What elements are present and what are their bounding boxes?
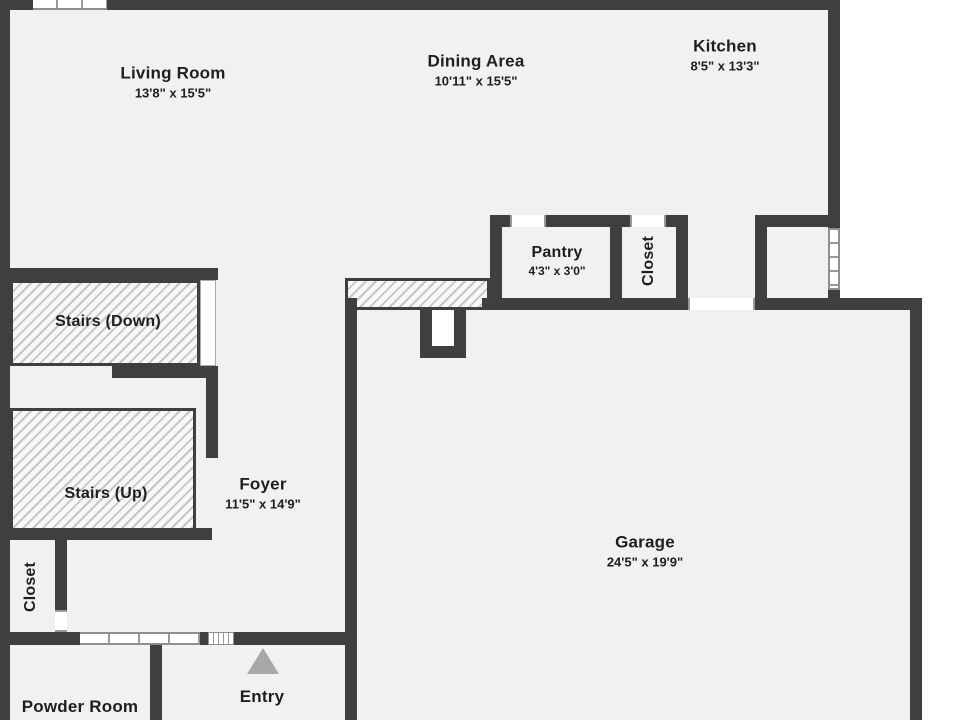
room-dims: 24'5" x 19'9" xyxy=(606,554,684,570)
wall-kitchen-bottom xyxy=(755,215,840,227)
wall-closet-top-a xyxy=(610,215,630,227)
wall-pantry-left xyxy=(490,215,502,310)
front-door xyxy=(208,632,234,645)
room-name: Stairs (Down) xyxy=(55,313,161,330)
room-name: Closet xyxy=(640,235,657,287)
stairs-down-opening xyxy=(200,280,216,366)
wall-notch-right xyxy=(454,310,466,358)
room-label-powder-room: Powder Room xyxy=(22,697,139,717)
stairs-up-hatch xyxy=(10,408,196,534)
room-label-foyer: Foyer 11'5" x 14'9" xyxy=(225,475,301,512)
floor-garage xyxy=(345,298,922,720)
room-name: Living Room xyxy=(120,63,226,83)
wall-left-outer xyxy=(0,0,10,720)
wall-top-left xyxy=(0,0,36,10)
wall-bottom-a xyxy=(0,632,82,645)
wall-right-house-upper xyxy=(828,0,840,232)
room-name: Entry xyxy=(239,687,285,706)
half-wall-hatch xyxy=(345,278,490,310)
wall-garage-left xyxy=(345,298,357,720)
room-dims: 10'11" x 15'5" xyxy=(434,73,518,89)
window-kitchen-right xyxy=(828,228,840,290)
wall-foyer-left xyxy=(206,366,218,458)
window-top xyxy=(33,0,107,10)
wall-garage-top-right xyxy=(755,298,922,310)
room-label-stairs-up: Stairs (Up) xyxy=(64,485,147,503)
closet-lower-door-opening xyxy=(55,610,67,632)
closet-door-opening xyxy=(630,215,666,227)
room-name: Garage xyxy=(615,532,675,552)
wall-pantry-top-b xyxy=(546,215,622,227)
room-label-closet-upper: Closet xyxy=(640,236,658,286)
room-dims: 13'8" x 15'5" xyxy=(134,85,212,101)
window-front xyxy=(80,632,200,645)
room-name: Dining Area xyxy=(427,51,525,71)
room-dims: 4'3" x 3'0" xyxy=(528,264,586,278)
wall-kitchen-vertical xyxy=(755,215,767,310)
wall-closet-right xyxy=(676,215,688,310)
wall-entry-left xyxy=(150,645,162,720)
wall-bottom-c xyxy=(234,632,357,645)
stairs-down-hatch xyxy=(10,280,200,366)
room-label-closet-lower: Closet xyxy=(22,562,40,612)
room-label-dining-area: Dining Area 10'11" x 15'5" xyxy=(428,52,525,89)
wall-top-main xyxy=(104,0,840,10)
room-dims: 8'5" x 13'3" xyxy=(690,58,760,74)
room-name: Stairs (Up) xyxy=(64,485,148,502)
wall-stairs-down-bottom xyxy=(112,366,218,378)
room-label-entry: Entry xyxy=(240,687,284,707)
wall-garage-right xyxy=(910,298,922,720)
room-label-stairs-down: Stairs (Down) xyxy=(55,313,161,331)
room-dims: 11'5" x 14'9" xyxy=(225,496,301,512)
room-name: Powder Room xyxy=(21,697,139,716)
room-label-garage: Garage 24'5" x 19'9" xyxy=(607,533,683,570)
wall-garage-top-left xyxy=(482,298,688,310)
wall-closet-left xyxy=(610,215,622,310)
pantry-door-opening xyxy=(510,215,546,227)
wall-closet-lower-right xyxy=(55,540,67,610)
room-name: Kitchen xyxy=(693,36,757,56)
notch-inner xyxy=(432,310,454,346)
room-label-living-room: Living Room 13'8" x 15'5" xyxy=(120,64,225,101)
room-name: Closet xyxy=(22,561,39,613)
floor-entry-powder xyxy=(0,645,345,720)
wall-bottom-b xyxy=(200,632,208,645)
garage-door-opening xyxy=(688,298,755,310)
wall-stairs-up-bottom xyxy=(0,528,212,540)
room-label-kitchen: Kitchen 8'5" x 13'3" xyxy=(690,37,759,74)
wall-pantry-top-a xyxy=(490,215,510,227)
room-name: Foyer xyxy=(239,474,287,494)
room-name: Pantry xyxy=(531,244,583,261)
entry-direction-arrow-icon xyxy=(247,648,279,674)
room-label-pantry: Pantry 4'3" x 3'0" xyxy=(528,244,585,278)
wall-stairs-down-top xyxy=(0,268,218,280)
